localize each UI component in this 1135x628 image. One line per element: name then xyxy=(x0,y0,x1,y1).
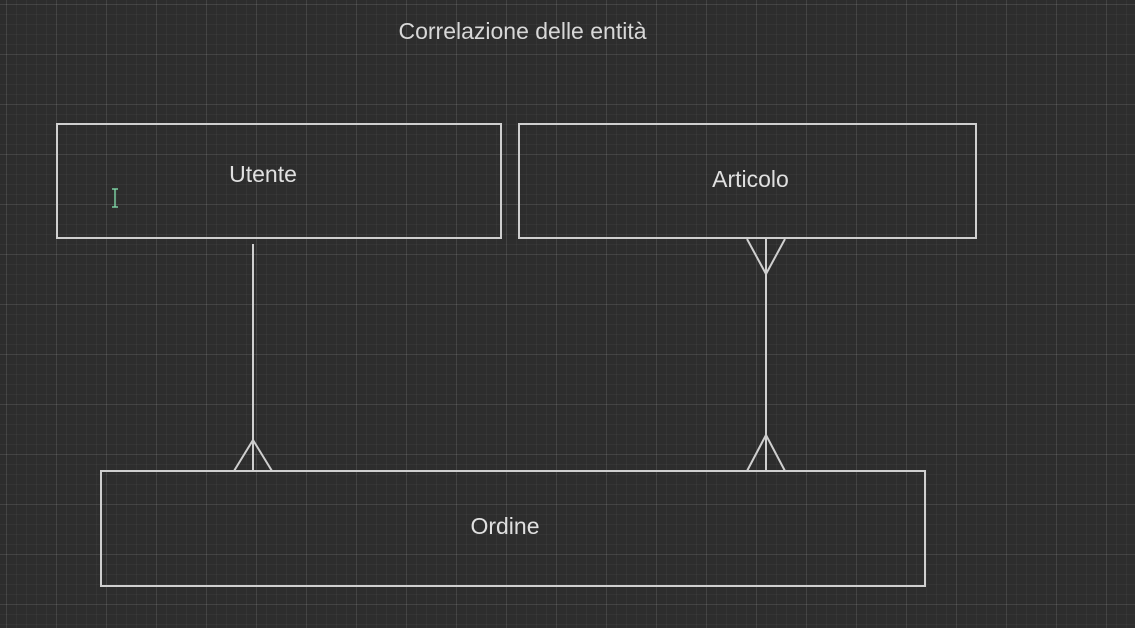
relationship-utente-ordine[interactable] xyxy=(233,244,273,472)
text-cursor-icon xyxy=(112,188,118,208)
crows-foot-many xyxy=(233,438,273,472)
crows-foot-many-top xyxy=(746,238,786,277)
crows-foot-many-bottom xyxy=(746,432,786,472)
entity-ordine[interactable]: Ordine xyxy=(100,470,926,587)
entity-articolo-label: Articolo xyxy=(712,165,789,192)
entity-articolo[interactable]: Articolo xyxy=(518,123,977,239)
entity-utente[interactable]: Utente xyxy=(56,123,502,239)
entity-ordine-label: Ordine xyxy=(470,513,540,539)
entity-utente-label: Utente xyxy=(229,160,297,187)
relationship-articolo-ordine[interactable] xyxy=(746,238,786,472)
diagram-title: Correlazione delle entità xyxy=(398,18,647,44)
